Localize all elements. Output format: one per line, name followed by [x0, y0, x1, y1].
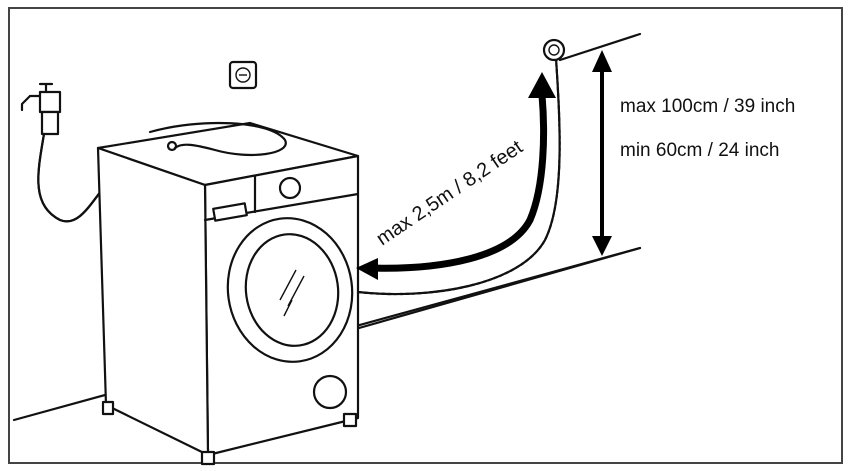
floor-line-right [350, 246, 642, 332]
washing-machine-icon [96, 121, 360, 466]
hose-length-label: max 2,5m / 8,2 feet [372, 136, 527, 250]
power-socket-icon [228, 60, 258, 90]
drain-hose-icon [356, 38, 566, 296]
diagram-frame [8, 7, 843, 464]
water-tap-icon [20, 82, 112, 223]
height-max-label: max 100cm / 39 inch [620, 96, 795, 117]
height-min-label: min 60cm / 24 inch [620, 140, 779, 161]
height-arrow-icon [592, 50, 612, 256]
length-arrow-icon [356, 72, 556, 280]
wall-top-line [558, 32, 642, 62]
